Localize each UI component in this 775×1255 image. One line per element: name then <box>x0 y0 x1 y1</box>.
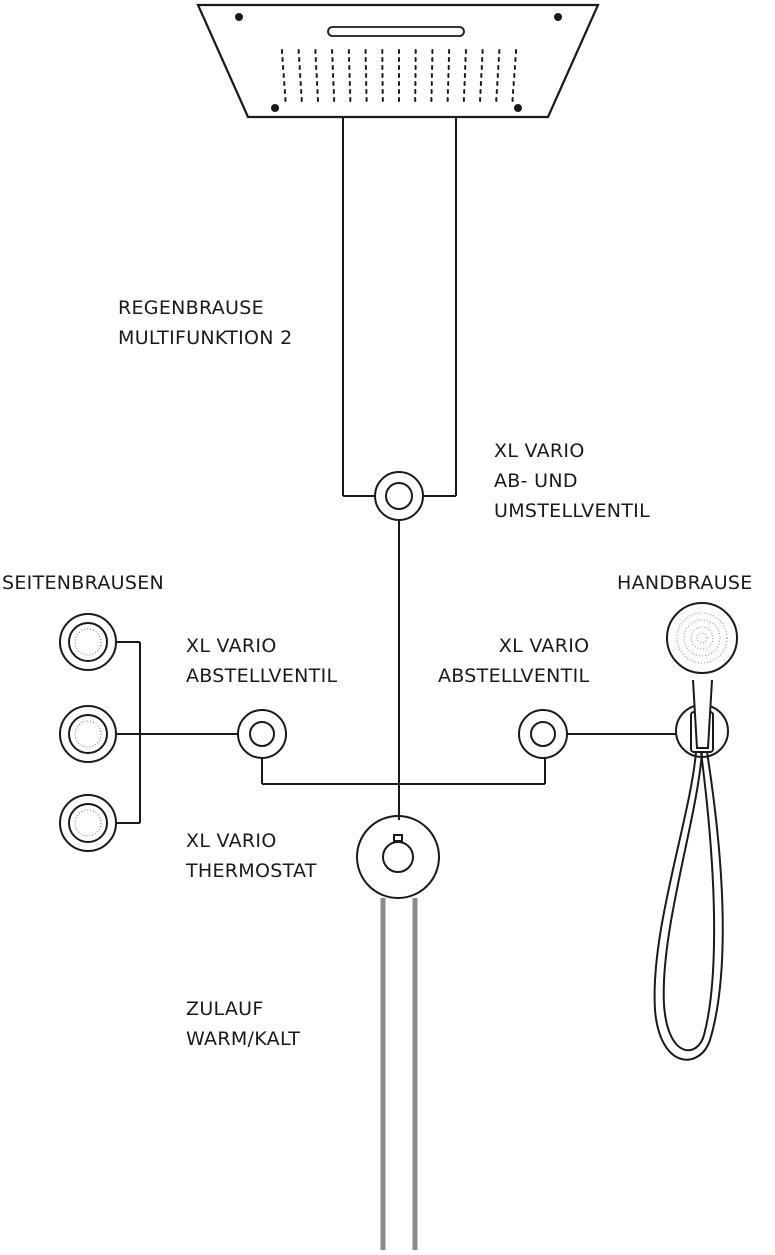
shower-hose <box>653 751 724 1061</box>
supply-pipes <box>380 898 418 1250</box>
label-line: HANDBRAUSE <box>617 572 753 594</box>
side-showers <box>59 613 238 852</box>
label-line: MULTIFUNKTION 2 <box>118 327 293 349</box>
shower-column <box>342 117 457 497</box>
label-line: THERMOSTAT <box>186 860 317 882</box>
label-seitenbrausen: SEITENBRAUSEN <box>2 568 164 598</box>
label-line: AB- UND <box>494 470 578 492</box>
side-shower-3 <box>59 794 117 852</box>
side-shower-1 <box>59 613 117 671</box>
label-thermostat: XL VARIO THERMOSTAT <box>186 826 317 886</box>
label-line: ABSTELLVENTIL <box>186 665 338 687</box>
rain-shower-head <box>196 3 600 119</box>
label-line: ABSTELLVENTIL <box>438 665 590 687</box>
side-shower-2 <box>59 705 117 763</box>
label-line: SEITENBRAUSEN <box>2 572 165 594</box>
valve-connection-lines <box>261 758 546 785</box>
label-line: XL VARIO <box>494 440 585 462</box>
label-line: ZULAUF <box>186 998 264 1020</box>
label-line: XL VARIO <box>186 635 277 657</box>
shutoff-valve-right <box>518 709 568 759</box>
label-line: XL VARIO <box>498 635 590 657</box>
label-line: WARM/KALT <box>186 1028 301 1050</box>
label-regenbrause: REGENBRAUSE MULTIFUNKTION 2 <box>118 293 293 353</box>
label-abstellventil-left: XL VARIO ABSTELLVENTIL <box>186 631 337 691</box>
label-zulauf: ZULAUF WARM/KALT <box>186 994 300 1054</box>
label-abstellventil-right: XL VARIO ABSTELLVENTIL <box>438 631 589 691</box>
label-line: XL VARIO <box>186 830 277 852</box>
label-handbrause: HANDBRAUSE <box>617 568 753 598</box>
shutoff-valve-left <box>237 709 287 759</box>
label-line: UMSTELLVENTIL <box>494 500 650 522</box>
label-line: REGENBRAUSE <box>118 297 264 319</box>
hand-shower <box>666 602 738 749</box>
rain-nozzle-grid <box>281 49 517 102</box>
thermostat <box>356 815 440 899</box>
label-umstellventil: XL VARIO AB- UND UMSTELLVENTIL <box>494 436 650 526</box>
diverter-valve <box>374 471 424 521</box>
